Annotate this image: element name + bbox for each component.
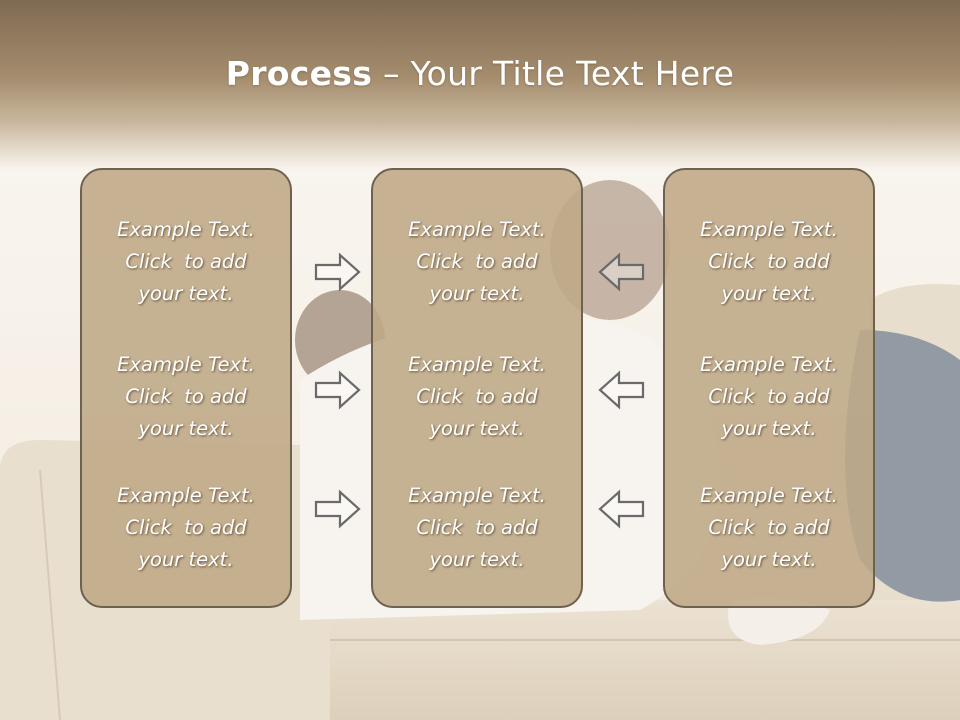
text-line: your text. — [429, 282, 525, 305]
process-panel-2[interactable]: Example Text. Click to add your text. Ex… — [371, 168, 583, 608]
text-block[interactable]: Example Text. Click to add your text. — [665, 214, 873, 310]
text-line: your text. — [138, 548, 234, 571]
text-line: Example Text. — [700, 353, 838, 376]
text-line: your text. — [721, 548, 817, 571]
text-line: Example Text. — [408, 218, 546, 241]
text-line: Click to add — [416, 250, 538, 273]
text-block[interactable]: Example Text. Click to add your text. — [82, 480, 290, 576]
text-block[interactable]: Example Text. Click to add your text. — [665, 480, 873, 576]
title-rest: Your Title Text Here — [410, 54, 735, 93]
text-line: Example Text. — [700, 484, 838, 507]
text-line: Click to add — [416, 385, 538, 408]
arrow-left-icon[interactable] — [597, 489, 645, 529]
slide-title[interactable]: Process – Your Title Text Here — [0, 54, 960, 93]
text-line: your text. — [721, 282, 817, 305]
text-line: Click to add — [125, 250, 247, 273]
text-block[interactable]: Example Text. Click to add your text. — [665, 349, 873, 445]
text-line: Example Text. — [700, 218, 838, 241]
text-block[interactable]: Example Text. Click to add your text. — [373, 349, 581, 445]
text-block[interactable]: Example Text. Click to add your text. — [82, 349, 290, 445]
title-band — [0, 0, 960, 170]
text-line: Example Text. — [408, 353, 546, 376]
text-line: your text. — [429, 548, 525, 571]
text-line: Click to add — [416, 516, 538, 539]
text-line: Click to add — [125, 385, 247, 408]
arrow-right-icon[interactable] — [314, 370, 362, 410]
arrow-right-icon[interactable] — [314, 489, 362, 529]
text-block[interactable]: Example Text. Click to add your text. — [82, 214, 290, 310]
text-line: Example Text. — [117, 353, 255, 376]
text-line: Example Text. — [408, 484, 546, 507]
text-line: Click to add — [708, 516, 830, 539]
process-panel-3[interactable]: Example Text. Click to add your text. Ex… — [663, 168, 875, 608]
text-line: Example Text. — [117, 218, 255, 241]
text-line: your text. — [138, 282, 234, 305]
text-block[interactable]: Example Text. Click to add your text. — [373, 214, 581, 310]
process-panel-1[interactable]: Example Text. Click to add your text. Ex… — [80, 168, 292, 608]
text-line: your text. — [429, 417, 525, 440]
text-line: Click to add — [708, 385, 830, 408]
title-separator: – — [372, 54, 411, 93]
arrow-right-icon[interactable] — [314, 252, 362, 292]
text-block[interactable]: Example Text. Click to add your text. — [373, 480, 581, 576]
arrow-left-icon[interactable] — [597, 370, 645, 410]
title-bold: Process — [225, 54, 373, 93]
arrow-left-icon[interactable] — [597, 252, 645, 292]
text-line: Click to add — [125, 516, 247, 539]
text-line: Click to add — [708, 250, 830, 273]
text-line: your text. — [721, 417, 817, 440]
text-line: Example Text. — [117, 484, 255, 507]
text-line: your text. — [138, 417, 234, 440]
